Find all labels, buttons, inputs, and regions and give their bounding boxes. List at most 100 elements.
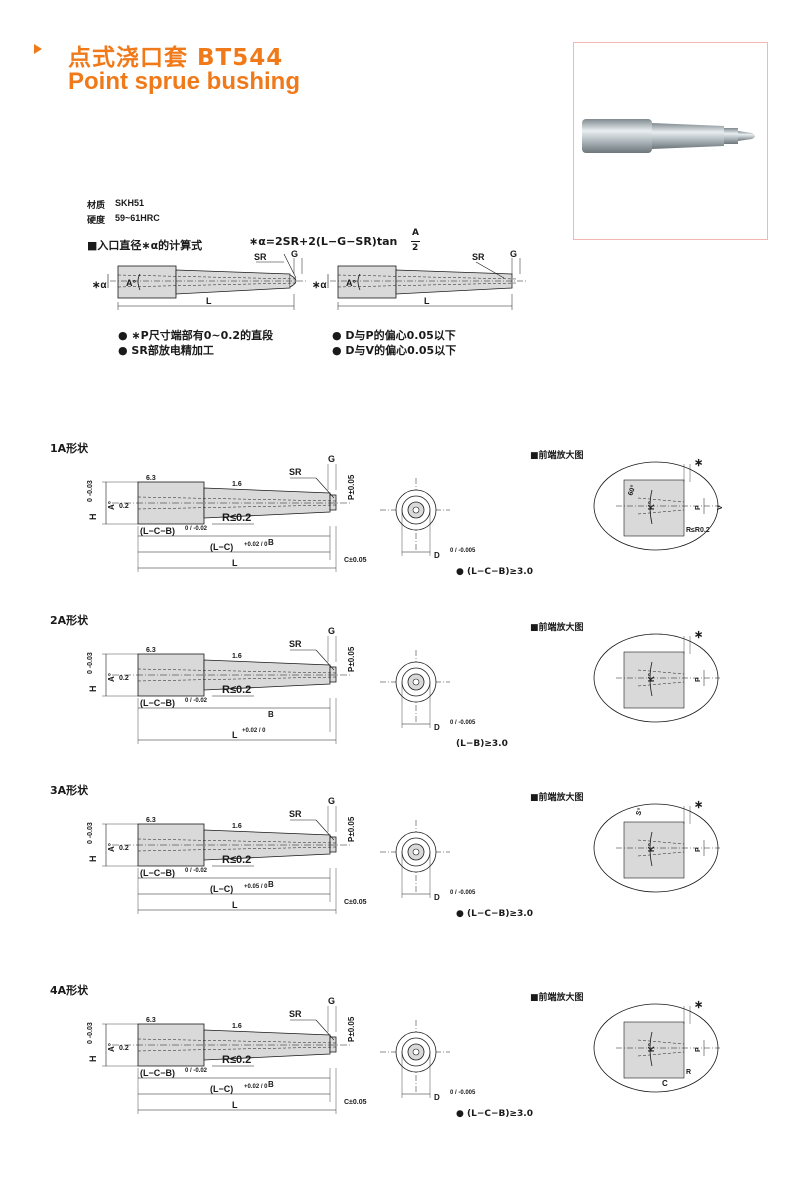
- shape-section-1: 1A形状 H 0 -0.03 A° 0.2 6.3 1.6 SR: [0, 440, 800, 610]
- c-label: C±0.05: [344, 1099, 367, 1106]
- lcb-label: (L−C−B): [140, 526, 175, 536]
- formula-frac-bar: [411, 241, 420, 242]
- roughness-2: 1.6: [232, 1023, 242, 1030]
- h-tol-label: 0 -0.03: [87, 822, 94, 844]
- g-label-right: G: [510, 250, 517, 259]
- body-head: [137, 481, 205, 525]
- b-label: B: [268, 880, 274, 889]
- hardness-label: 硬度: [87, 215, 106, 225]
- h-label: H: [88, 1056, 98, 1063]
- l-tol-label: +0.02 / 0: [242, 728, 266, 734]
- p-label: P±0.05: [347, 474, 356, 500]
- hardness-value: 59~61HRC: [115, 213, 160, 223]
- d-tol-label: 0 / -0.005: [450, 890, 476, 896]
- lcb-tol-label: 0 / -0.02: [185, 868, 208, 874]
- detail-title: ■前端放大图: [530, 449, 584, 461]
- lcb-tol-label: 0 / -0.02: [185, 526, 208, 532]
- r02-label: 0.2: [119, 845, 129, 852]
- a-deg-label-left: A°: [126, 278, 136, 288]
- lcb-tol-label: 0 / -0.02: [185, 698, 208, 704]
- lc-label: (L−C): [210, 884, 233, 894]
- detail-body: [623, 651, 685, 709]
- note-1: ● ∗P尺寸端部有0~0.2的直段: [118, 329, 274, 342]
- detail-body: [623, 821, 685, 879]
- condition-label: ● (L−C−B)≥3.0: [456, 909, 533, 919]
- detail-k: K°: [647, 1043, 656, 1052]
- detail-body: [623, 1021, 685, 1079]
- g-label: G: [328, 996, 335, 1006]
- r02-label: 0.2: [119, 675, 129, 682]
- a-label: A°: [107, 1043, 116, 1052]
- bore-line-bottom: [137, 676, 337, 682]
- body-head: [137, 823, 205, 867]
- r-le-label: R≤0.2: [222, 1054, 251, 1066]
- entry-diagram-left: ∗α A° SR G L: [92, 250, 306, 310]
- c-label: C±0.05: [344, 557, 367, 564]
- detail-s: S°: [634, 807, 644, 817]
- condition-label: ● (L−C−B)≥3.0: [456, 1109, 533, 1119]
- h-tol-label: 0 -0.03: [87, 480, 94, 502]
- h-label: H: [88, 514, 98, 521]
- bore-line-top: [137, 668, 337, 674]
- condition-label: (L−B)≥3.0: [456, 739, 508, 749]
- body-head: [137, 1023, 205, 1067]
- detail-star: ∗: [694, 999, 703, 1011]
- bore-line-bottom: [137, 504, 337, 510]
- sr-label-right: SR: [472, 252, 485, 262]
- detail-title: ■前端放大图: [530, 991, 584, 1003]
- body-taper: [203, 1029, 331, 1061]
- l-label: L: [232, 900, 238, 910]
- shape-section-3: 3A形状 H 0 -0.03 A° 0.2 6.3 1.6 SR: [0, 782, 800, 952]
- d-label: D: [434, 1093, 440, 1102]
- detail-title: ■前端放大图: [530, 621, 584, 633]
- bore-line-bottom: [137, 846, 337, 852]
- sr-label: SR: [289, 639, 302, 649]
- h-tol-label: 0 -0.03: [87, 652, 94, 674]
- detail-deg60: 60°: [626, 484, 637, 497]
- detail-k: K°: [647, 673, 656, 682]
- l-label-right: L: [424, 296, 430, 306]
- shape-drawing: H 0 -0.03 A° 0.2 6.3 1.6 SR G P±0.05 R≤0…: [87, 991, 720, 1119]
- a-deg-label-right: A°: [346, 278, 356, 288]
- r-le-label: R≤0.2: [222, 684, 251, 696]
- d-tol-label: 0 / -0.005: [450, 548, 476, 554]
- shape-label: 2A形状: [50, 614, 89, 627]
- bore-line-top: [137, 838, 337, 844]
- d-label: D: [434, 723, 440, 732]
- lc-tol-label: +0.02 / 0: [244, 1084, 268, 1090]
- title-arrow-icon: [34, 44, 42, 54]
- lcb-label: (L−C−B): [140, 698, 175, 708]
- formula-expression: ∗α=2SR+2(L−G−SR)tan: [249, 235, 398, 248]
- page-title-en: Point sprue bushing: [68, 68, 300, 95]
- roughness-2: 1.6: [232, 823, 242, 830]
- detail-star: ∗: [694, 629, 703, 641]
- alpha-label-left: ∗α: [92, 280, 107, 291]
- body-taper: [203, 659, 331, 691]
- roughness-1: 6.3: [146, 475, 156, 482]
- g-label-left: G: [291, 250, 298, 259]
- b-label: B: [268, 710, 274, 719]
- a-label: A°: [107, 843, 116, 852]
- h-tol-label: 0 -0.03: [87, 1022, 94, 1044]
- p-label: P±0.05: [347, 816, 356, 842]
- shape-label: 1A形状: [50, 442, 89, 455]
- p-label: P±0.05: [347, 646, 356, 672]
- r-le-label: R≤0.2: [222, 854, 251, 866]
- shape-drawing: H 0 -0.03 A° 0.2 6.3 1.6 SR G P±0.05 R≤0…: [87, 449, 724, 577]
- lc-label: (L−C): [210, 542, 233, 552]
- c-label: C±0.05: [344, 899, 367, 906]
- condition-label: ● (L−C−B)≥3.0: [456, 567, 533, 577]
- detail-v: V: [717, 505, 724, 510]
- g-label: G: [328, 454, 335, 464]
- body-tip: [329, 666, 337, 683]
- lc-tol-label: +0.05 / 0: [244, 884, 268, 890]
- lcb-tol-label: 0 / -0.02: [185, 1068, 208, 1074]
- detail-r: R: [686, 1069, 691, 1076]
- shape-drawing: H 0 -0.03 A° 0.2 6.3 1.6 SR G P±0.05 R≤0…: [87, 621, 720, 749]
- material-label: 材质: [87, 200, 106, 210]
- detail-c: C: [662, 1079, 668, 1088]
- bore-line-top: [137, 496, 337, 502]
- detail-p: P: [695, 1047, 702, 1052]
- note-3: ● D与P的偏心0.05以下: [332, 329, 456, 342]
- bore-line-bottom: [137, 1046, 337, 1052]
